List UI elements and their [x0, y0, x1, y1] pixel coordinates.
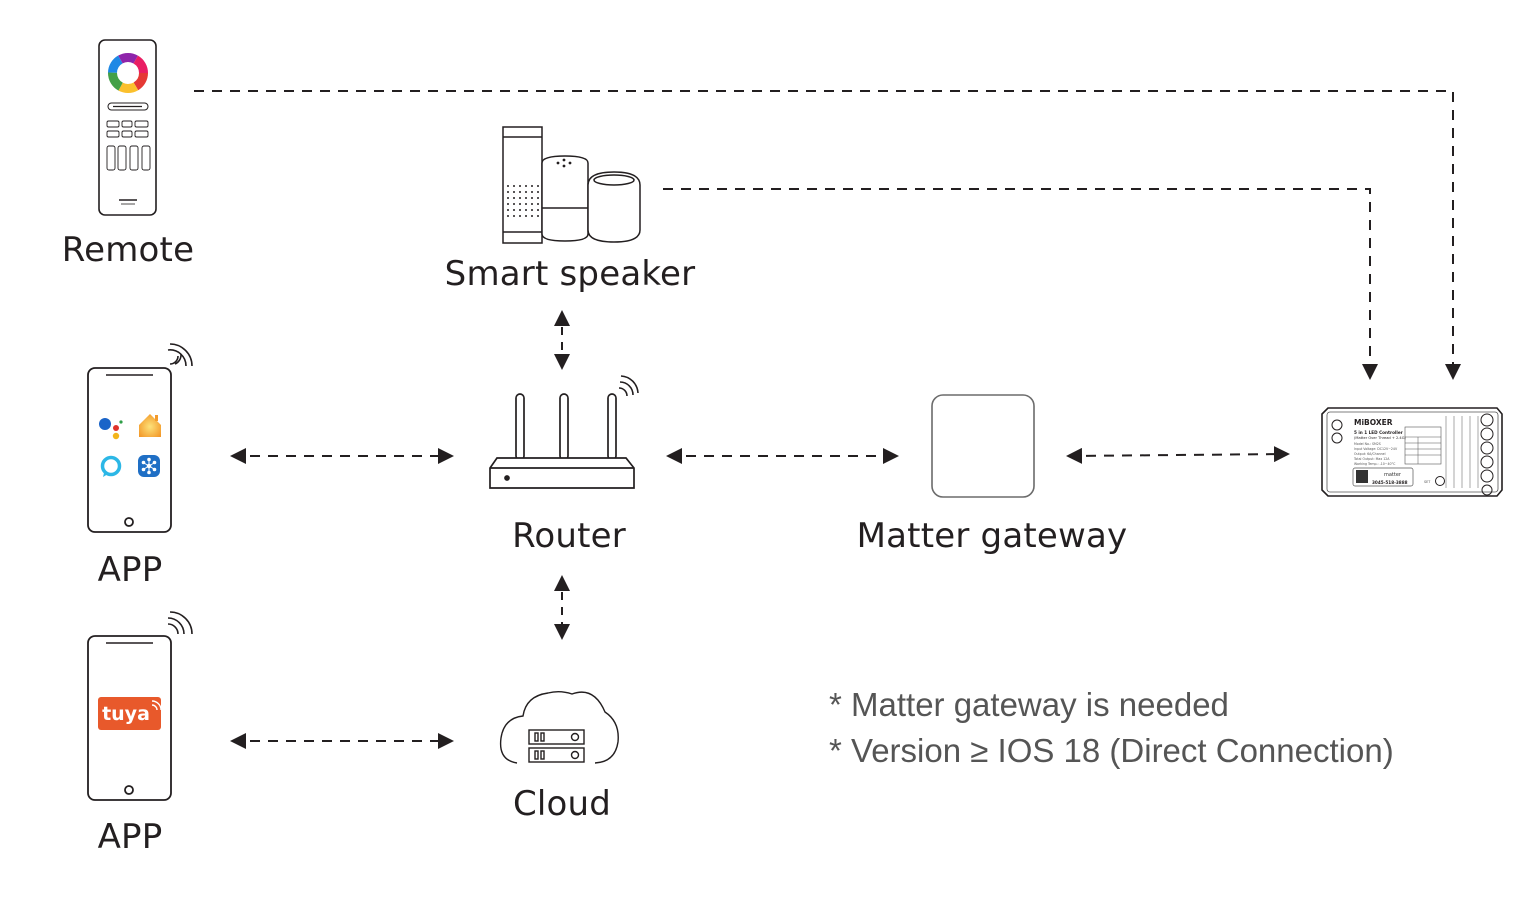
controller-model: Model No.: SM2S [1354, 442, 1381, 446]
matter-gateway-icon [931, 394, 1035, 498]
note-ios-version: * Version ≥ IOS 18 (Direct Connection) [829, 732, 1394, 769]
smart-speaker-icon [502, 126, 641, 244]
controller-output: Output: 6A/Channel [1354, 452, 1386, 456]
controller-matter-text: matter [1384, 472, 1402, 478]
apple-home-icon [139, 414, 161, 437]
controller-subtitle: (Matter Over Thread + 2.4G) [1354, 436, 1407, 440]
led-controller-device: MiBOXER 5 in 1 LED Controller (Matter Ov… [1321, 407, 1503, 497]
router-icon [489, 375, 639, 489]
router-label: Router [512, 516, 626, 556]
cloud-label: Cloud [512, 784, 612, 824]
smartthings-icon [138, 455, 160, 477]
controller-title: 5 in 1 LED Controller [1354, 430, 1404, 435]
app-tuya-label: APP [97, 817, 163, 857]
tuya-logo: tuya [98, 697, 162, 730]
controller-input: Input Voltage: DC12V~24V [1354, 447, 1398, 451]
note-gateway-needed: * Matter gateway is needed [829, 686, 1229, 723]
connector-remote-to-controller [194, 90, 1461, 380]
controller-pairing-code: 3045-518-3888 [1372, 480, 1408, 485]
wifi-signal-icon [167, 611, 193, 635]
controller-brand: MiBOXER [1354, 418, 1393, 427]
app-voice-label: APP [97, 550, 163, 590]
google-assistant-icon [99, 418, 123, 440]
phone-voice-apps [87, 343, 193, 533]
controller-temp: Working Temp.: -10~40°C [1354, 462, 1396, 466]
controller-total: Total Output: Max 12A [1353, 457, 1390, 461]
color-wheel-icon [108, 53, 148, 93]
connector-gateway-controller [1066, 446, 1290, 464]
remote-label: Remote [61, 230, 195, 270]
connector-speaker-to-controller [663, 188, 1378, 380]
alexa-icon [100, 455, 122, 477]
smart-speaker-label: Smart speaker [444, 254, 696, 294]
controller-set-label: SET [1424, 480, 1431, 484]
cloud-icon [499, 691, 619, 764]
tuya-logo-text: tuya [102, 703, 150, 725]
wifi-signal-icon [618, 375, 639, 397]
matter-gateway-label: Matter gateway [856, 516, 1128, 556]
wifi-signal-icon [167, 343, 193, 367]
phone-tuya-app [87, 611, 193, 801]
remote-icon [98, 39, 157, 216]
